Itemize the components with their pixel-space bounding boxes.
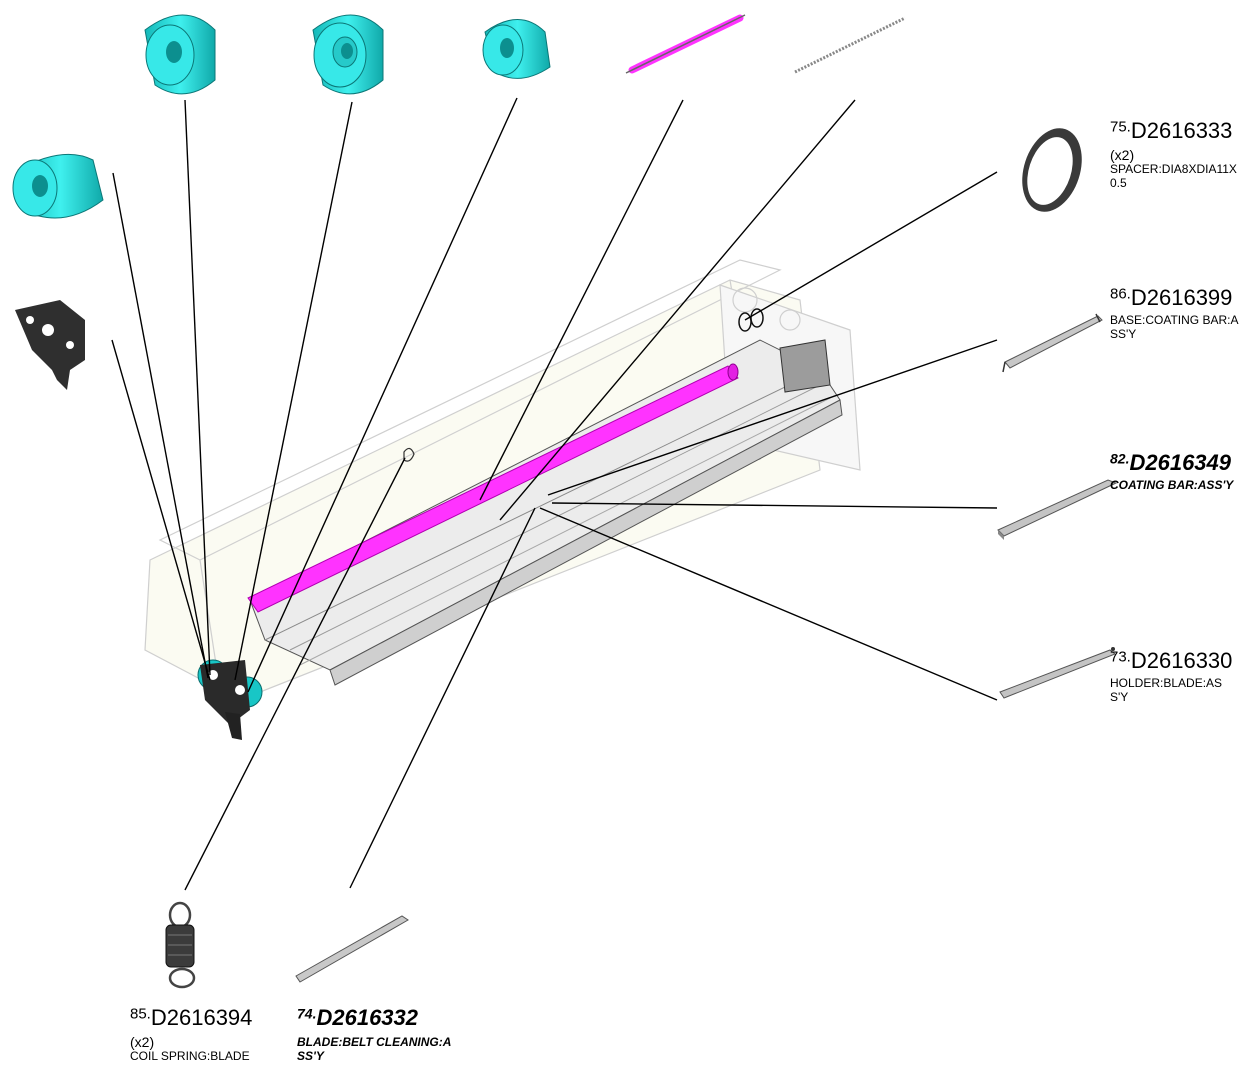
roller-assembled bbox=[247, 363, 739, 613]
mounting-plate bbox=[779, 339, 831, 393]
label-75-qty: (x2) bbox=[1110, 147, 1135, 164]
label-73: 73.D2616330 HOLDER:BLADE:ASS'Y bbox=[1110, 648, 1240, 705]
spacer-icon bbox=[1022, 128, 1082, 212]
cleaning-blade-icon bbox=[295, 915, 409, 983]
spring-hook-assembled bbox=[403, 447, 415, 462]
spacer-rings-assembled bbox=[738, 308, 764, 332]
label-82-part: D2616349 bbox=[1129, 450, 1232, 475]
bushing-3-icon bbox=[312, 14, 384, 95]
label-75: 75.D2616333 (x2) SPACER:DIA8XDIA11X0.5 bbox=[1110, 118, 1240, 191]
label-82-desc: COATING BAR:ASS'Y bbox=[1110, 478, 1234, 493]
bushing-1-icon bbox=[12, 153, 104, 219]
label-86-part: D2616399 bbox=[1130, 285, 1233, 310]
bushing-2-icon bbox=[144, 14, 216, 95]
label-73-part: D2616330 bbox=[1130, 648, 1233, 673]
left-end-bushings-assembled bbox=[197, 659, 263, 740]
bracket-icon bbox=[15, 300, 85, 390]
label-75-desc: SPACER:DIA8XDIA11X0.5 bbox=[1110, 162, 1237, 191]
label-73-desc: HOLDER:BLADE:ASS'Y bbox=[1110, 676, 1223, 705]
label-86-number: 86. bbox=[1110, 285, 1131, 303]
thin-spring-icon bbox=[794, 16, 906, 74]
label-74-part: D2616332 bbox=[316, 1005, 419, 1030]
label-85-part: D2616394 bbox=[150, 1005, 253, 1030]
label-74-number: 74. bbox=[297, 1005, 317, 1022]
label-75-number: 75. bbox=[1110, 118, 1131, 136]
label-85: 85.D2616394 (x2) COIL SPRING:BLADE bbox=[130, 1005, 270, 1064]
coating-bar-body bbox=[249, 339, 843, 686]
label-74-desc: BLADE:BELT CLEANING:ASS'Y bbox=[297, 1035, 452, 1064]
coating-bar-icon bbox=[997, 479, 1118, 540]
label-85-qty: (x2) bbox=[130, 1034, 155, 1051]
label-85-desc: COIL SPRING:BLADE bbox=[130, 1049, 250, 1064]
base-coating-bar-icon bbox=[1002, 313, 1103, 373]
label-85-number: 85. bbox=[130, 1005, 151, 1023]
leader-lines bbox=[111, 97, 998, 891]
label-74: 74.D2616332 BLADE:BELT CLEANING:ASS'Y bbox=[297, 1005, 457, 1064]
roller-icon bbox=[625, 14, 746, 74]
coil-spring-icon bbox=[165, 901, 196, 989]
label-73-number: 73. bbox=[1110, 648, 1131, 666]
label-75-part: D2616333 bbox=[1130, 118, 1233, 143]
label-86: 86.D2616399 BASE:COATING BAR:ASS'Y bbox=[1110, 285, 1240, 342]
bushing-4-icon bbox=[482, 19, 551, 79]
label-82: 82.D2616349 COATING BAR:ASS'Y bbox=[1110, 450, 1240, 493]
blade-holder-icon bbox=[999, 647, 1116, 699]
label-86-desc: BASE:COATING BAR:ASS'Y bbox=[1110, 313, 1239, 342]
label-82-number: 82. bbox=[1110, 450, 1130, 467]
